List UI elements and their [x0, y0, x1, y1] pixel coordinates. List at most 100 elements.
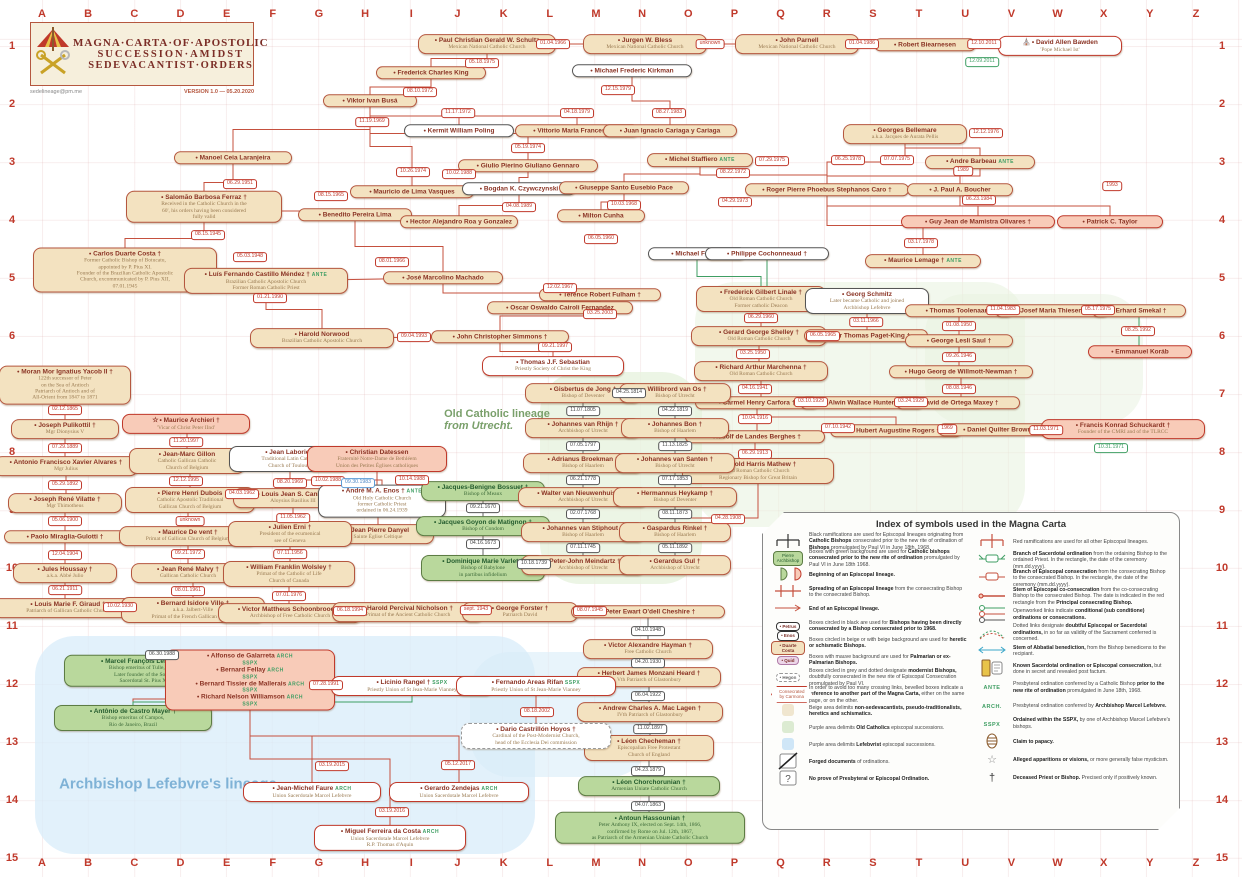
ordination-badge: ANTE	[719, 157, 735, 164]
grid-letter-k-bottom: K	[499, 857, 508, 869]
bishop-name: • Erhard Smekal †	[1111, 307, 1167, 315]
date-chip: 01.04.1986	[845, 39, 879, 49]
grid-letter-l-top: L	[546, 8, 554, 20]
node-erni: • Julien Erni †President of the ecumenic…	[228, 520, 352, 548]
date-chip: 12.12.1976	[969, 128, 1003, 138]
grid-number-7-right: 7	[1218, 388, 1226, 400]
date-chip: 03.10.1929	[794, 397, 828, 407]
order-label: SSPX	[242, 687, 258, 694]
bishop-subtitle: Later founder of the Society	[113, 671, 176, 678]
grid-letter-z-bottom: Z	[1192, 857, 1200, 869]
node-biearnesen: • Robert Biearnesen	[874, 38, 976, 52]
bishop-name: ⛪• David Allen Bawden	[1022, 38, 1098, 46]
bishop-subtitle: Bishop of Utrecht	[655, 393, 695, 400]
date-chip: 10.02.1930	[103, 602, 137, 612]
box-beige-icon: • Enos• Duarte Costa	[771, 631, 805, 655]
grid-letter-c-top: C	[130, 8, 139, 20]
date-chip: 05.06.1900	[48, 516, 82, 526]
bishop-subtitle: IVth Patriarch of Glastonbury	[617, 712, 683, 719]
bishop-name: • Robert Biearnesen	[894, 41, 956, 49]
bishop-subtitle: Traditional Latin Catholic	[261, 456, 319, 463]
bishop-name: • Victor Alexandre Hayman †	[604, 642, 692, 650]
date-chip: 10.26.1974	[396, 167, 430, 177]
bishop-name: • Giulio Pierino Giuliano Gennaro	[476, 162, 580, 170]
grid-number-6-right: 6	[1218, 330, 1226, 342]
bishop-name: • Michael French	[671, 250, 723, 258]
date-chip: 10.02.1988	[442, 169, 476, 179]
node-machado: • José Marcolino Machado	[383, 271, 503, 285]
date-chip: 07.28.1991	[309, 680, 343, 690]
legend-row-right-6: Stem of Abbatial benediction, from the B…	[975, 642, 1171, 660]
legend-text: Deceased Priest or Bishop. Precised only…	[1013, 775, 1158, 782]
ordination-badge: ANTE	[311, 271, 328, 278]
bishop-name: • Victor Mattheus Schoonbroodt †	[237, 606, 343, 614]
node-nicholson: • Harold Percival Nicholson †Primat of t…	[332, 602, 484, 622]
date-chip: 07.01.1976	[272, 591, 306, 601]
bishop-subtitle: former Catholic Priest	[357, 501, 407, 508]
bishop-subtitle: Archbishop Lefebvre	[843, 304, 891, 311]
bishop-subtitle: Bishop of Haarlem	[562, 463, 604, 470]
bishop-name: • Hubert Augustine Rogers †	[852, 427, 940, 435]
bishop-subtitle: Archbishop of Free Catholic Church	[249, 613, 331, 620]
date-chip: 04.16.1941	[738, 384, 772, 394]
bishop-subtitle: Union Sacerdotale Marcel Lefebvre	[419, 792, 499, 799]
grid-number-5-left: 5	[8, 272, 16, 284]
bishop-name: • Paul Christian Gerald W. Schultz	[434, 37, 540, 45]
bishop-subtitle: R.P. Thomas d'Aquin	[366, 841, 414, 848]
legend-text: Claim to papacy.	[1013, 738, 1054, 745]
bishop-subtitle: a.k.a. Abbé Julio	[46, 573, 84, 580]
bishop-name: • Georges Bellemare	[873, 127, 937, 135]
legend-text: Boxes circled in beige or with beige bac…	[809, 636, 967, 650]
legend-row-left-14: ?No prove of Presbyteral or Episcopal Or…	[771, 771, 967, 788]
grid-number-3-left: 3	[8, 156, 16, 168]
grid-number-12-right: 12	[1215, 678, 1229, 690]
bishop-subtitle: Archbishop of Utrecht	[650, 565, 700, 572]
bishop-name: • J. Paul A. Boucher	[929, 186, 991, 194]
legend-row-left-3: Spreading of an Episcopal lineage from t…	[771, 584, 967, 601]
node-lemage: • Maurice Lemage † ANTE	[865, 254, 981, 268]
node-poling: • Kermit William Poling	[404, 124, 514, 138]
bishop-name: • Guy Jean de Mamistra Olivares †	[925, 218, 1031, 226]
bishop-subtitle: Bishop of Deventer	[561, 393, 605, 400]
date-chip: 07.11.1956	[273, 549, 307, 559]
bishop-subtitle: Archbishop of Utrecht	[558, 565, 608, 572]
bishop-name: • Jean Laborie †	[265, 448, 315, 456]
bishop-subtitle: appointed by P. Pius XI.	[98, 264, 152, 271]
bishop-subtitle: Archbishop of Utrecht	[558, 497, 608, 504]
bishop-name: • Willibrord van Os †	[643, 386, 707, 394]
node-laranjeira: • Manoel Ceia Laranjeira	[174, 151, 292, 165]
legend-text: Presbyteral ordination conferred by a Ca…	[1013, 681, 1165, 694]
node-bon: • Johannes Bon †Bishop of Haarlem	[621, 418, 729, 438]
date-chip: 11.19.1969	[355, 117, 389, 127]
node-vasques: • Mauricio de Lima Vasques	[350, 185, 474, 199]
grid-letter-h-bottom: H	[361, 857, 370, 869]
legend-text: Purple area delimits Old Catholics episc…	[809, 725, 945, 732]
bishop-subtitle: Mexican National Catholic Church	[758, 44, 836, 51]
legend-text: Boxes circled in grey and dotted designa…	[809, 667, 957, 687]
bishop-name: • Jurgen W. Bless	[617, 37, 673, 45]
link-czywczynski-roa	[458, 189, 520, 222]
node-czywczynski: • Bogdan K. Czywczynski	[462, 182, 576, 196]
date-chip: 08.15.1965	[314, 191, 348, 201]
date-chip: 07.29.1889	[48, 443, 82, 453]
date-chip: 10.18.1739	[517, 559, 551, 569]
date-chip: 03.19.2016	[375, 807, 409, 817]
bishop-name: • Bernard Isidore Ville †	[156, 599, 230, 607]
date-chip: 08.01.1961	[171, 586, 205, 596]
bishop-name: • Arnold Harris Mathew †	[719, 460, 797, 468]
swatch-green-icon	[771, 721, 805, 735]
date-chip: 02.12.1865	[48, 405, 82, 415]
grid-number-11-left: 11	[6, 620, 18, 632]
order-label: SSPX	[242, 660, 258, 667]
legend-text: Ordained within the SSPX, by one of Arch…	[1013, 717, 1171, 730]
bishop-name: • Manoel Ceia Laranjeira	[195, 154, 271, 162]
node-chorchorunian: • Léon Chorchorunian †Armenian Uniate Ca…	[578, 776, 720, 796]
date-chip: 12.10.2011	[967, 39, 1001, 49]
bishop-name: • Viktor Ivan Busá	[342, 97, 398, 105]
bishop-subtitle: Fraternité Notre-Dame de Bethléem	[337, 456, 417, 463]
